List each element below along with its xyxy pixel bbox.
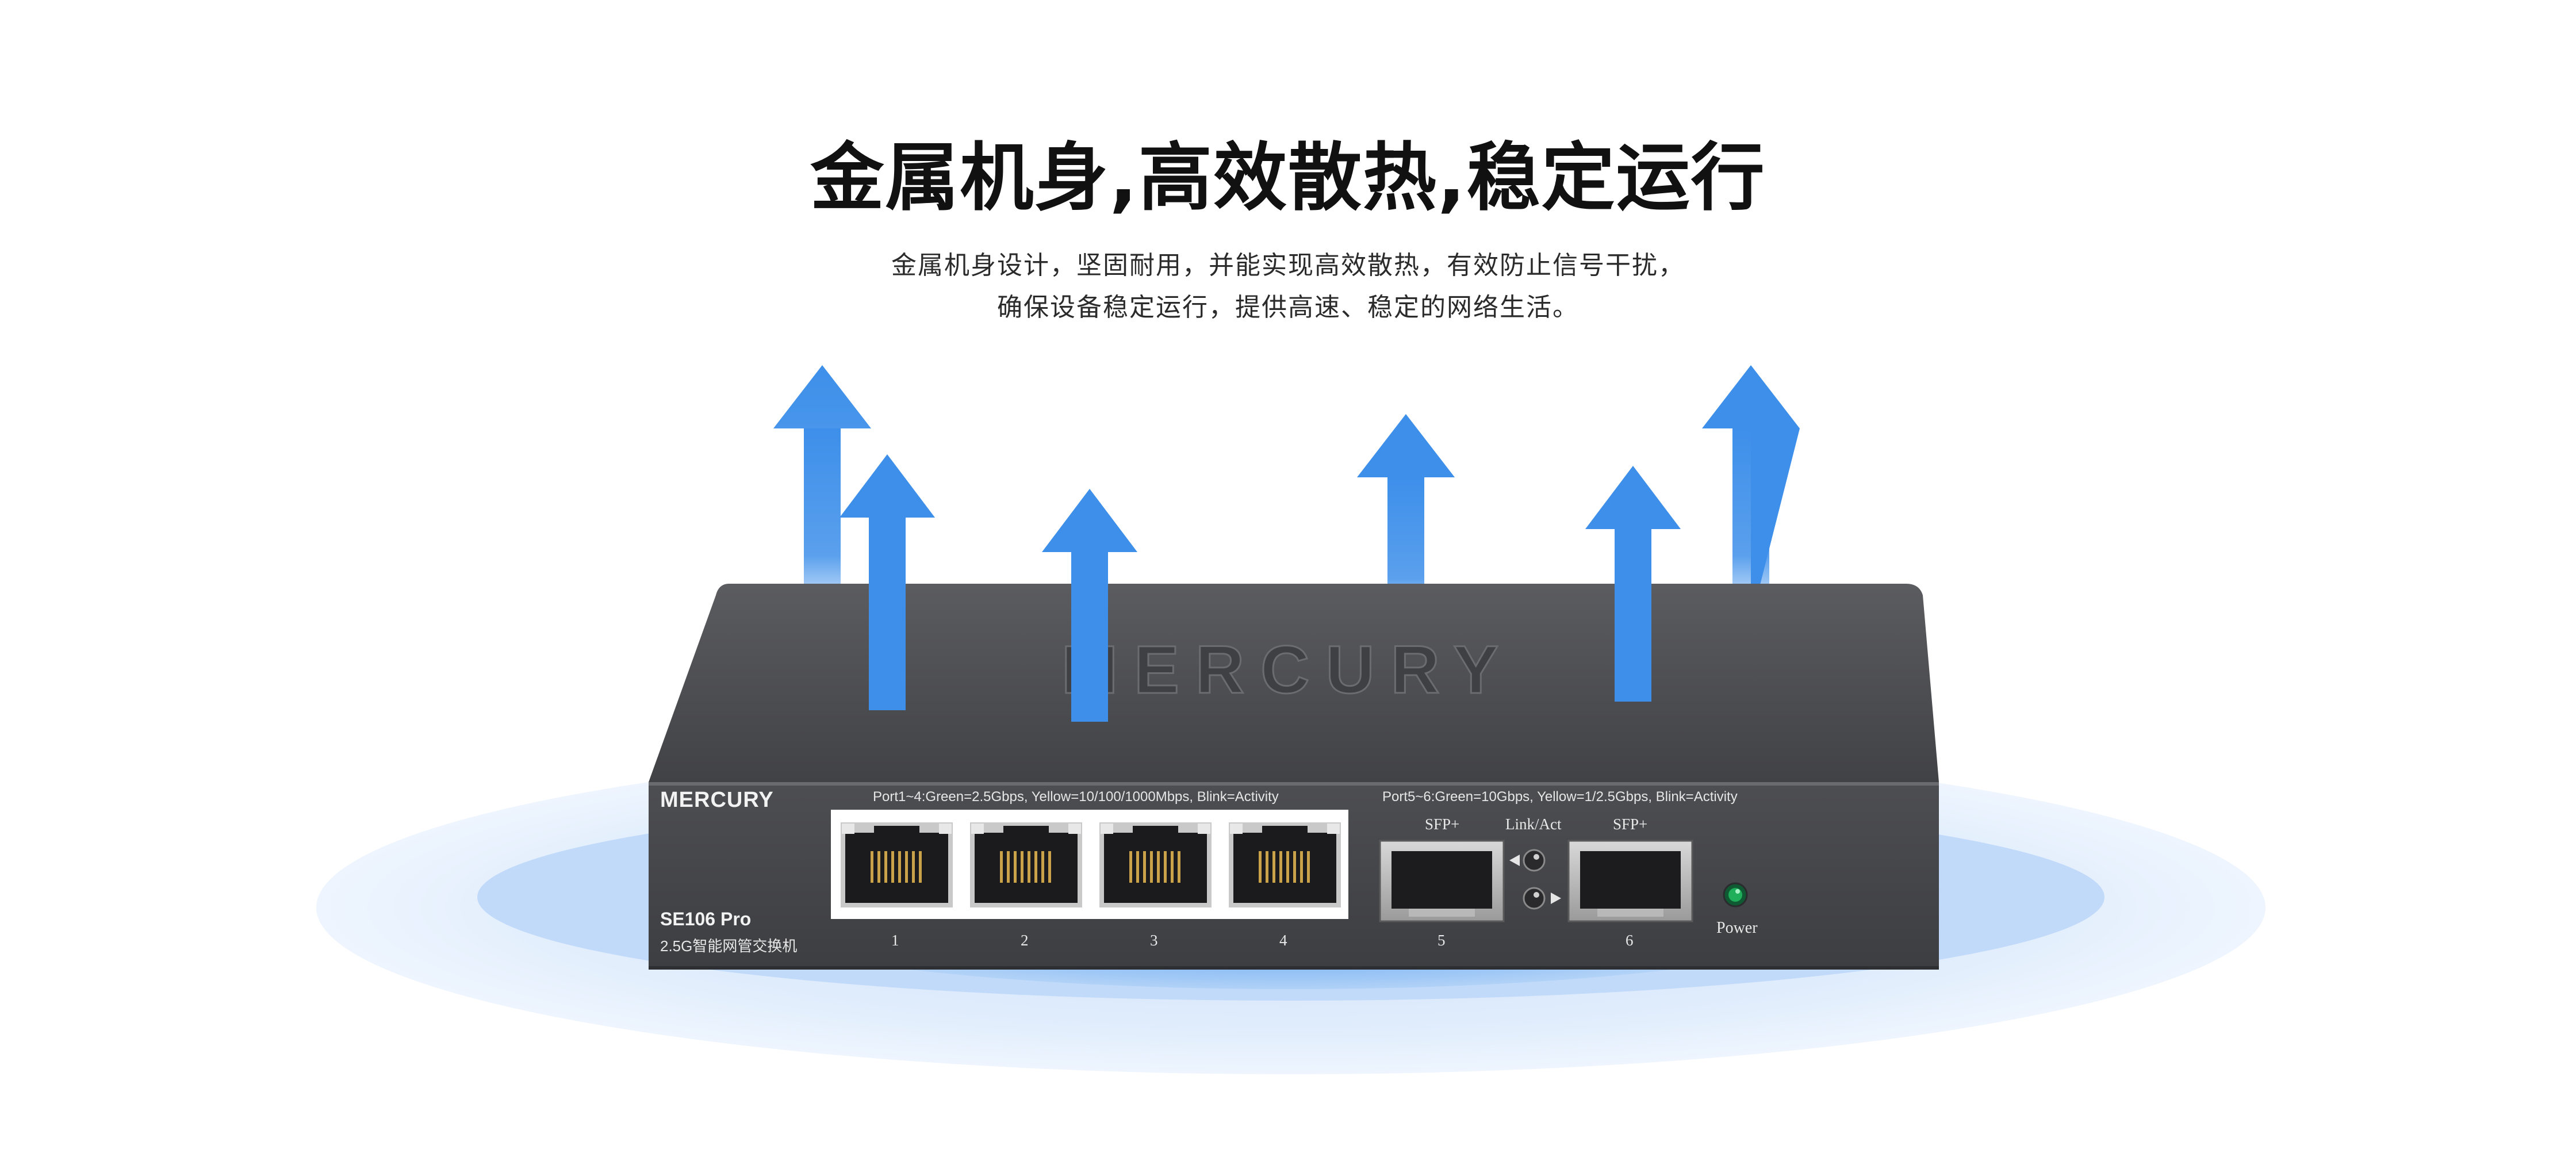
heat-arrow-icon: [839, 454, 935, 710]
power-label: Power: [1716, 919, 1758, 937]
legend-ports-1-4: Port1~4:Green=2.5Gbps, Yellow=10/100/100…: [873, 789, 1279, 805]
port-number-3: 3: [1150, 932, 1158, 949]
subtitle-line-2: 确保设备稳定运行，提供高速、稳定的网络生活。: [997, 293, 1579, 322]
subtitle-line-1: 金属机身设计，坚固耐用，并能实现高效散热，有效防止信号干扰，: [891, 251, 1685, 280]
port-number-6: 6: [1626, 932, 1634, 949]
top-engraved-logo: MERCURY: [1061, 632, 1515, 708]
rj45-port-2[interactable]: [970, 822, 1082, 907]
model-name: SE106 Pro: [660, 909, 752, 929]
rj45-port-3[interactable]: [1099, 822, 1212, 907]
port-number-5: 5: [1438, 932, 1446, 949]
front-brand-logo: MERCURY: [660, 788, 774, 812]
legend-ports-5-6: Port5~6:Green=10Gbps, Yellow=1/2.5Gbps, …: [1382, 789, 1738, 805]
page-headline: 金属机身,高效散热,稳定运行: [810, 135, 1766, 221]
port-number-4: 4: [1279, 932, 1287, 949]
link-act-led-icon: [1523, 887, 1561, 910]
port-number-1: 1: [891, 932, 899, 949]
sfp-label-5: SFP+: [1425, 815, 1460, 833]
link-act-label: Link/Act: [1505, 815, 1562, 833]
link-act-led-icon: [1509, 849, 1546, 872]
rj45-port-4[interactable]: [1229, 822, 1341, 907]
sfp-label-6: SFP+: [1613, 815, 1648, 833]
rj45-port-1[interactable]: [841, 822, 953, 907]
model-description: 2.5G智能网管交换机: [660, 937, 798, 955]
sfp-port-5[interactable]: [1379, 840, 1505, 922]
port-number-2: 2: [1021, 932, 1029, 949]
heat-arrow-icon: [1585, 466, 1681, 702]
heat-arrow-icon: [1042, 489, 1137, 722]
sfp-port-6[interactable]: [1567, 840, 1693, 922]
